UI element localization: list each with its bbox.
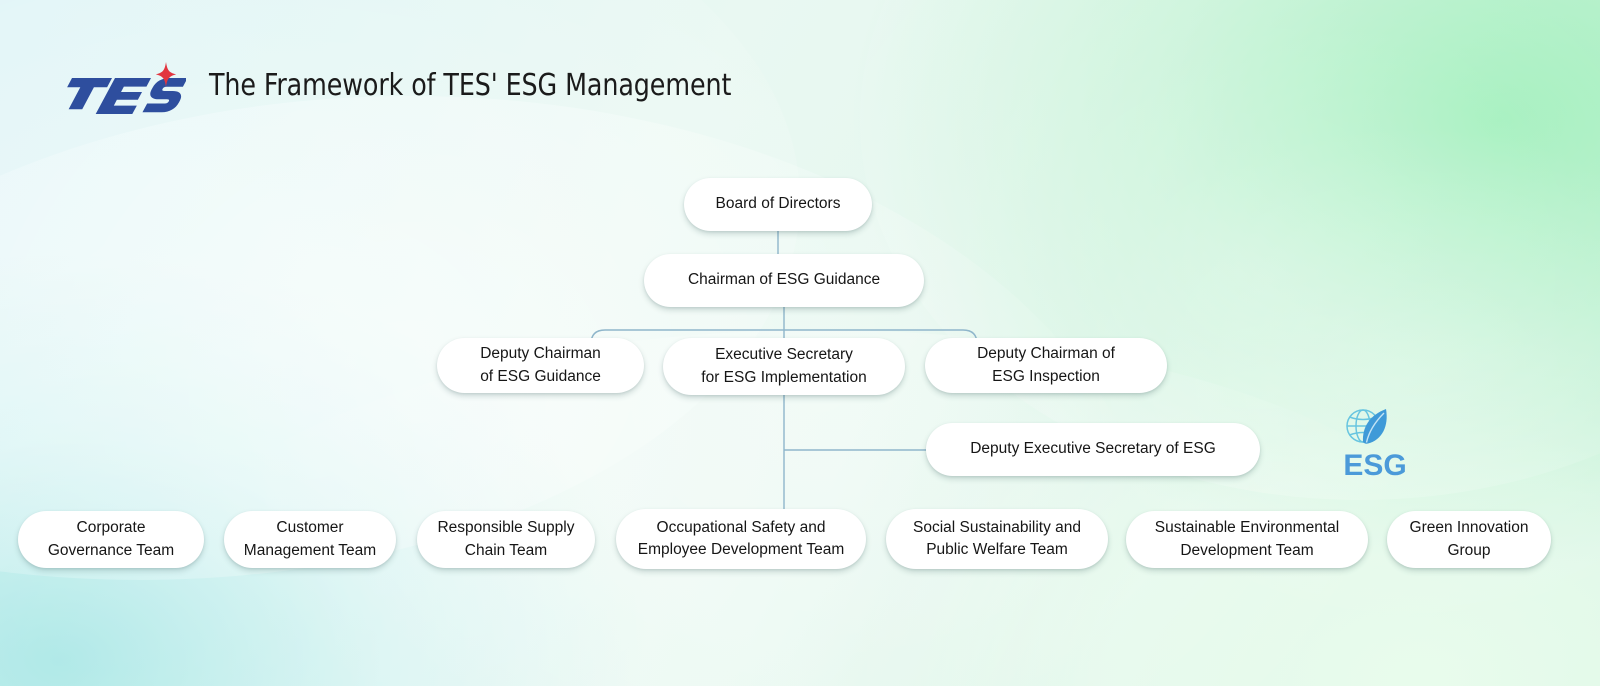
node-deputy-chairman-of-esg-guidance[interactable]: Deputy Chairman of ESG Guidance — [437, 338, 644, 393]
node-deputy-executive-secretary-of-esg[interactable]: Deputy Executive Secretary of ESG — [926, 423, 1260, 476]
node-label: Occupational Safety and Employee Develop… — [637, 518, 845, 558]
esg-logo: ESG — [1330, 404, 1420, 482]
star-sparkle-icon — [155, 62, 177, 87]
node-label: Deputy Executive Secretary of ESG — [970, 440, 1216, 458]
node-green-innovation-group[interactable]: Green Innovation Group — [1387, 511, 1551, 568]
node-executive-secretary-for-esg-implementation[interactable]: Executive Secretary for ESG Implementati… — [663, 338, 905, 395]
esg-wordmark: ESG — [1343, 449, 1406, 482]
page-title: The Framework of TES' ESG Management — [209, 68, 732, 103]
tes-logo — [56, 62, 186, 114]
node-label: Executive Secretary for ESG Implementati… — [701, 346, 867, 386]
node-deputy-chairman-of-esg-inspection[interactable]: Deputy Chairman of ESG Inspection — [925, 338, 1167, 393]
node-sustainable-environmental-development-team[interactable]: Sustainable Environmental Development Te… — [1126, 511, 1368, 568]
node-label: Responsible Supply Chain Team — [437, 519, 575, 559]
node-occupational-safety-and-employee-development-team[interactable]: Occupational Safety and Employee Develop… — [616, 509, 866, 569]
node-board-of-directors[interactable]: Board of Directors — [684, 178, 872, 231]
node-label: Deputy Chairman of ESG Inspection — [977, 345, 1115, 385]
node-chairman-of-esg-guidance[interactable]: Chairman of ESG Guidance — [644, 254, 924, 307]
leaf-icon — [1362, 409, 1387, 444]
node-label: Customer Management Team — [243, 519, 377, 559]
node-label: Board of Directors — [715, 195, 841, 213]
node-label: Deputy Chairman of ESG Guidance — [480, 345, 601, 385]
node-label: Chairman of ESG Guidance — [687, 271, 881, 289]
node-social-sustainability-and-public-welfare-team[interactable]: Social Sustainability and Public Welfare… — [886, 509, 1108, 569]
node-customer-management-team[interactable]: Customer Management Team — [224, 511, 396, 568]
node-label: Corporate Governance Team — [47, 519, 175, 559]
node-label: Green Innovation Group — [1409, 519, 1529, 559]
node-responsible-supply-chain-team[interactable]: Responsible Supply Chain Team — [417, 511, 595, 568]
node-label: Sustainable Environmental Development Te… — [1154, 519, 1340, 559]
node-corporate-governance-team[interactable]: Corporate Governance Team — [18, 511, 204, 568]
node-label: Social Sustainability and Public Welfare… — [912, 518, 1082, 558]
page-header: The Framework of TES' ESG Management — [0, 0, 1600, 150]
